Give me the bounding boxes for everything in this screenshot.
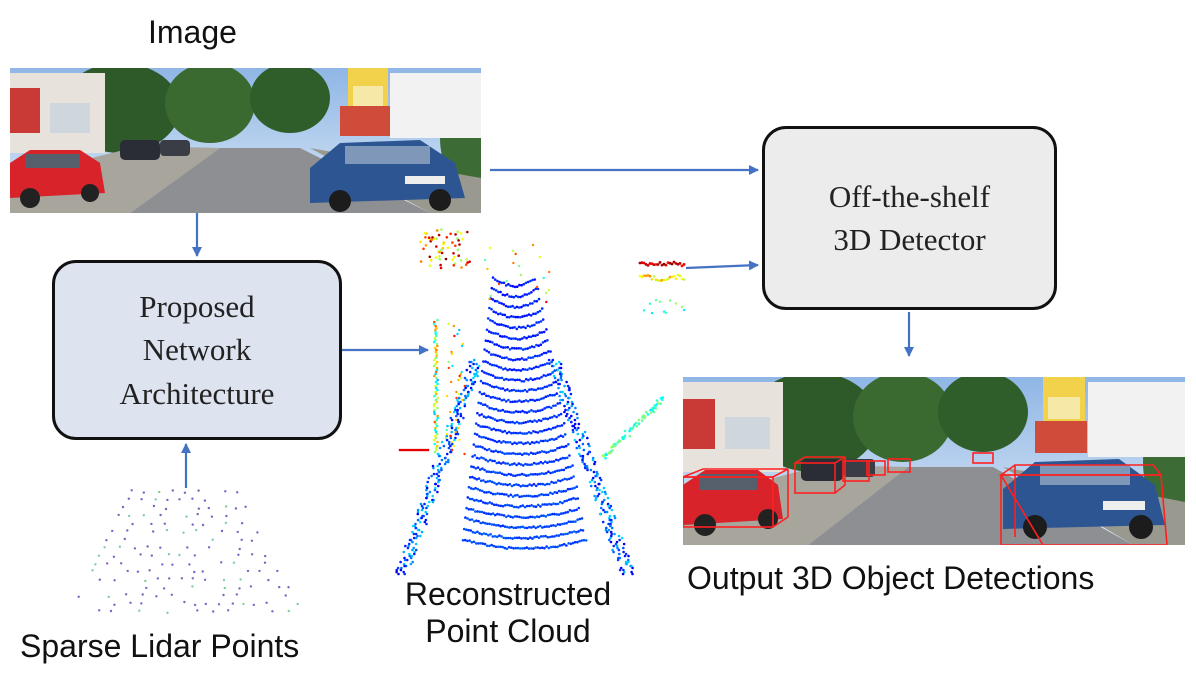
arrow-cloud-to-detector bbox=[685, 260, 759, 271]
reconstructed-label-line2: Point Cloud bbox=[425, 612, 591, 649]
proposed-network-box: Proposed Network Architecture bbox=[52, 260, 342, 440]
input-street-image bbox=[10, 68, 481, 213]
sparse-lidar-label: Sparse Lidar Points bbox=[20, 628, 300, 664]
detector-line-2: 3D Detector bbox=[833, 222, 986, 257]
reconstructed-label: Reconstructed Point Cloud bbox=[380, 576, 636, 650]
output-label: Output 3D Object Detections bbox=[687, 560, 1095, 596]
detector-line-1: Off-the-shelf bbox=[828, 178, 991, 214]
detector-box: Off-the-shelf 3D Detector bbox=[762, 126, 1057, 310]
proposed-line-1: Proposed bbox=[139, 288, 255, 324]
reconstructed-label-line1: Reconstructed bbox=[404, 576, 612, 612]
proposed-line-2: Network bbox=[142, 332, 252, 368]
image-label: Image bbox=[148, 14, 237, 50]
proposed-line-3: Architecture bbox=[119, 375, 275, 411]
output-detection-image bbox=[683, 377, 1185, 545]
